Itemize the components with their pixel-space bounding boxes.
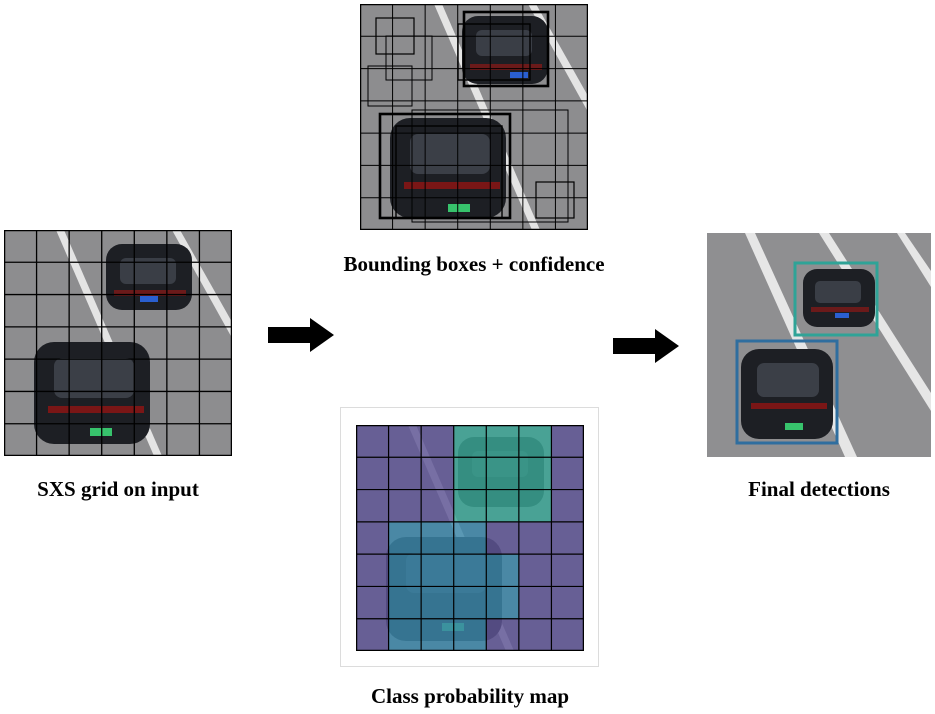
grid-input-panel [4, 230, 232, 456]
class-cell [388, 586, 422, 619]
class-cell [421, 425, 454, 458]
class-cell [356, 457, 389, 490]
class-cell [356, 425, 389, 458]
class-cell [486, 618, 519, 651]
class-cell [518, 489, 552, 522]
class-cell [486, 521, 519, 555]
class-cell [551, 457, 584, 490]
detection-box [735, 339, 839, 445]
class-cell [421, 554, 454, 587]
class-cell [388, 618, 422, 651]
class-cell [486, 425, 519, 458]
class-cell [388, 425, 422, 458]
class-cell [486, 457, 519, 490]
final-caption: Final detections [748, 477, 890, 501]
class-cells [356, 425, 584, 651]
class-cell [486, 489, 519, 522]
car [803, 269, 875, 327]
class-cell [518, 618, 552, 651]
class-cell [518, 457, 552, 490]
car [106, 244, 192, 310]
class-cell [518, 425, 552, 458]
class-cell [453, 457, 487, 490]
class-cell [551, 425, 584, 458]
right-arrow-icon [268, 318, 334, 357]
class-cell [518, 586, 552, 619]
class-cell [388, 554, 422, 587]
class-probability-panel [356, 425, 584, 651]
class-cell [453, 554, 487, 587]
class-cell [356, 586, 389, 619]
class-cell [486, 586, 519, 619]
car [741, 349, 833, 439]
bounding-boxes [367, 10, 575, 223]
class-cell [421, 457, 454, 490]
class-cell [486, 554, 519, 587]
class-cell [518, 554, 552, 587]
class-cell [453, 425, 487, 458]
class-cell [518, 521, 552, 555]
detection-box [793, 261, 879, 337]
grid-caption: SXS grid on input [37, 477, 199, 501]
class-cell [356, 618, 389, 651]
class-cell [421, 521, 454, 555]
grid-lines [356, 425, 584, 651]
grid-lines [360, 4, 588, 230]
class-cell [388, 521, 422, 555]
class-cell [421, 586, 454, 619]
classmap-caption: Class probability map [371, 684, 569, 708]
grid-lines [4, 230, 232, 456]
right-arrow-icon [613, 329, 679, 368]
class-cell [551, 521, 584, 555]
car [34, 342, 150, 444]
class-cell [421, 618, 454, 651]
car [390, 118, 506, 218]
class-cell [453, 618, 487, 651]
class-cell [453, 586, 487, 619]
class-cell [388, 489, 422, 522]
class-cell [356, 521, 389, 555]
class-cell [356, 554, 389, 587]
class-cell [551, 489, 584, 522]
class-cell [421, 489, 454, 522]
class-cell [551, 618, 584, 651]
class-cell [453, 521, 487, 555]
car [462, 16, 548, 84]
class-cell [551, 586, 584, 619]
bbox-panel [360, 4, 588, 230]
bbox-caption: Bounding boxes + confidence [343, 252, 605, 276]
class-cell [388, 457, 422, 490]
class-cell [551, 554, 584, 587]
final-detections-panel [707, 233, 931, 457]
class-cell [356, 489, 389, 522]
class-cell [453, 489, 487, 522]
